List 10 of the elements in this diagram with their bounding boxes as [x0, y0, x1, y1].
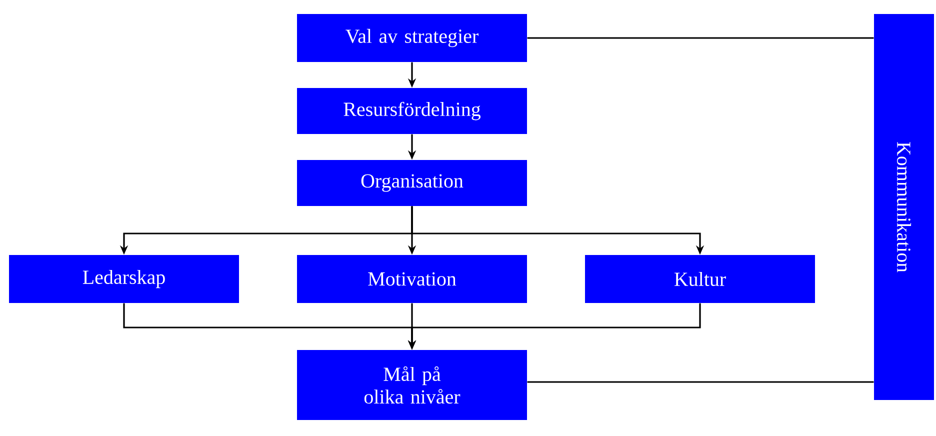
process-box: Motivation: [297, 255, 527, 303]
process-box: Resursfördelning: [297, 88, 527, 134]
process-box: Kultur: [585, 255, 815, 303]
process-box: Ledarskap: [9, 255, 239, 303]
vertical-bar: Kommunikation: [874, 14, 934, 400]
connector: [527, 381, 874, 383]
connector: [527, 37, 874, 39]
process-box: Organisation: [297, 160, 527, 206]
process-box: Mål på olika nivåer: [297, 350, 527, 420]
process-box: Val av strategier: [297, 14, 527, 62]
